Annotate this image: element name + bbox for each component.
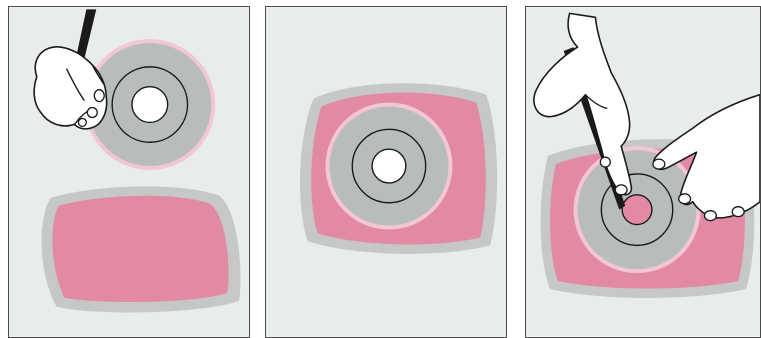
pink-sheet-icon	[42, 186, 241, 312]
step-3-panel	[525, 6, 761, 338]
step-2-panel	[265, 6, 507, 338]
step-1-panel	[8, 6, 250, 338]
disc-icon	[574, 146, 701, 273]
disc-icon	[326, 103, 453, 230]
